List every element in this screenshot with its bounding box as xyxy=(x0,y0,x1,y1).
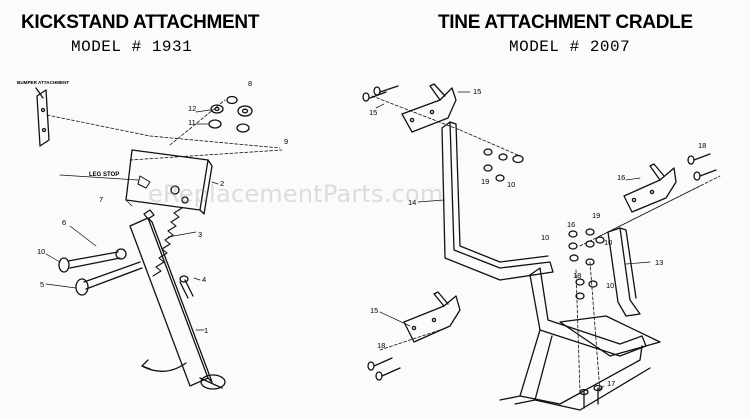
callout-5: 5 xyxy=(40,280,45,289)
callout-16-right: 16 xyxy=(617,173,626,182)
bracket-top xyxy=(401,83,457,133)
callout-10-d: 10 xyxy=(604,238,613,247)
callout-2: 2 xyxy=(220,179,225,188)
callout-16-mid: 16 xyxy=(567,220,576,229)
callout-4: 4 xyxy=(202,275,207,284)
callout-19-left: 19 xyxy=(481,177,490,186)
kickstand-leg xyxy=(129,217,226,390)
callout-15-top: 15 xyxy=(473,87,482,96)
bumper-attachment-plate xyxy=(35,87,50,147)
left-title: KICKSTAND ATTACHMENT xyxy=(21,12,260,33)
callout-7: 7 xyxy=(99,195,104,204)
callout-10: 10 xyxy=(37,247,46,256)
callout-8: 8 xyxy=(248,79,253,88)
leg-stop-bracket xyxy=(125,149,213,215)
callout-18-right: 18 xyxy=(698,141,707,150)
right-model-number: MODEL # 2007 xyxy=(509,38,631,56)
leg-stop-label: LEG STOP xyxy=(89,172,120,178)
bracket-bottom xyxy=(403,291,461,343)
spring xyxy=(152,207,183,277)
left-model-number: MODEL # 1931 xyxy=(71,38,193,56)
watermark: eReplacementParts.com xyxy=(148,180,444,208)
callout-3: 3 xyxy=(198,230,203,239)
callout-18-mid: 18 xyxy=(573,271,582,280)
callout-12: 12 xyxy=(188,104,197,113)
callout-15-left: 15 xyxy=(369,108,378,117)
frame-14 xyxy=(441,121,554,281)
callout-10-c: 10 xyxy=(606,281,615,290)
swing-arrow xyxy=(141,359,187,372)
callout-11: 11 xyxy=(188,118,196,127)
base-frame xyxy=(499,267,661,411)
assembly-lines xyxy=(46,99,283,161)
hardware-right xyxy=(362,85,717,409)
hardware-top xyxy=(208,95,253,133)
callout-19-right: 19 xyxy=(592,211,601,220)
leader-lines-right xyxy=(375,91,651,391)
callout-6: 6 xyxy=(62,218,67,227)
callout-1: 1 xyxy=(204,326,209,335)
leader-lines-left xyxy=(45,109,219,331)
callout-13: 13 xyxy=(655,258,664,267)
callout-15-bottom: 15 xyxy=(370,306,379,315)
callout-10-a: 10 xyxy=(507,180,516,189)
bolts-left xyxy=(58,209,194,299)
callout-9: 9 xyxy=(284,137,289,146)
callout-18-left: 18 xyxy=(377,341,386,350)
callout-14: 14 xyxy=(408,198,417,207)
callout-17: 17 xyxy=(607,379,616,388)
frame-13 xyxy=(607,227,641,317)
bracket-right xyxy=(623,163,677,213)
assembly-lines-right xyxy=(371,95,721,393)
callout-10-b: 10 xyxy=(541,233,550,242)
bumper-attachment-label: BUMPER ATTACHMENT xyxy=(17,80,70,85)
right-title: TINE ATTACHMENT CRADLE xyxy=(438,12,693,33)
